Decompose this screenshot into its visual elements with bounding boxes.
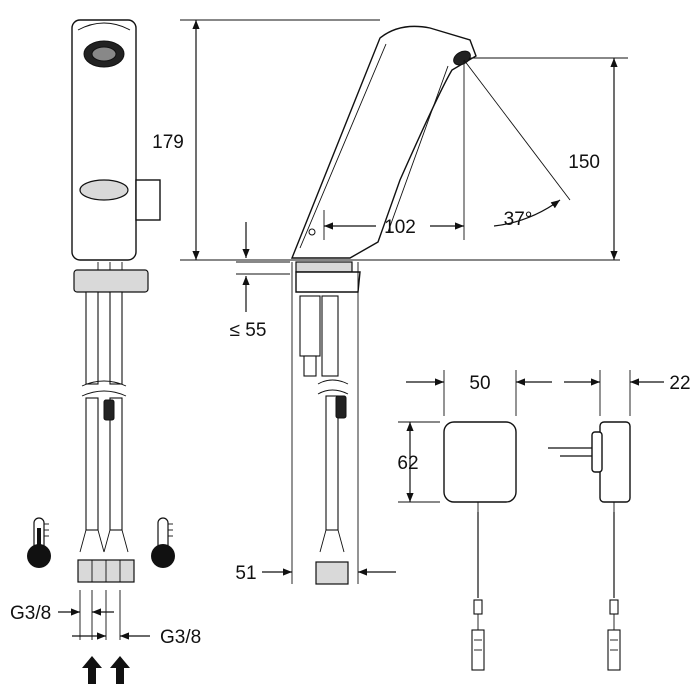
dim-deck-thickness: ≤ 55 (230, 320, 267, 341)
front-side-handle (135, 179, 161, 221)
side-faucet-body (290, 25, 477, 259)
power-adapter-side (548, 421, 631, 671)
dim-spout-reach: 102 (384, 217, 416, 238)
adapter-front-body (443, 421, 517, 503)
dim-faucet-height: 179 (152, 132, 184, 153)
dim-adapter-width: 50 (469, 373, 490, 394)
dim-sensor-height: 150 (568, 152, 600, 173)
thermometer-hot-icon (27, 517, 51, 568)
dim-sensor-angle: 37° (504, 209, 533, 230)
power-adapter-front (443, 421, 517, 671)
adapter-side-body (599, 421, 631, 503)
front-mounting-base (73, 269, 149, 293)
side-flange (295, 261, 353, 273)
front-logo-plate (79, 179, 129, 201)
front-faucet-body (71, 19, 137, 261)
dim-base-width: 51 (235, 563, 256, 584)
side-connection-nut (315, 561, 349, 585)
dim-connection-right: G3/8 (160, 627, 201, 648)
dim-adapter-height: 62 (397, 453, 418, 474)
arrow-up-icon (82, 656, 130, 684)
side-sensor-eye (453, 50, 471, 66)
front-view (27, 19, 175, 684)
dim-connection-left: G3/8 (10, 603, 51, 624)
thermometer-cold-icon (151, 517, 175, 568)
side-view (180, 19, 628, 585)
dim-adapter-depth: 22 (669, 373, 690, 394)
front-supply-hoses (77, 291, 135, 583)
